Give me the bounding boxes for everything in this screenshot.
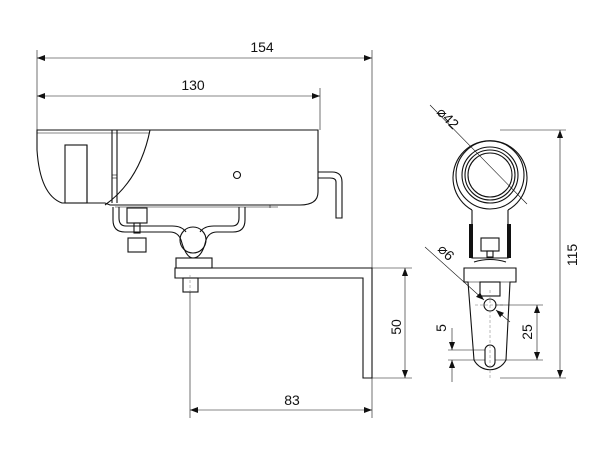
mount-bracket: [112, 207, 246, 269]
dim-5: 5: [433, 324, 449, 332]
dim-115: 115: [564, 244, 580, 267]
wall-arm: [174, 267, 373, 379]
dim-25: 25: [519, 324, 535, 340]
dim-diameter-42: ⌀42: [434, 104, 462, 132]
side-view: 154 130 50 83: [36, 39, 412, 418]
camera-housing: [36, 129, 319, 208]
dim-83: 83: [284, 392, 300, 408]
bolt-icon: [182, 277, 199, 293]
front-view: ⌀42 ⌀6 25 5 115: [424, 104, 580, 382]
dim-130: 130: [181, 77, 205, 93]
cable-hook: [318, 171, 343, 219]
dim-154: 154: [250, 39, 274, 55]
dim-50: 50: [388, 319, 404, 335]
screw-icon: [232, 170, 242, 180]
dim-diameter-6: ⌀6: [435, 241, 458, 264]
